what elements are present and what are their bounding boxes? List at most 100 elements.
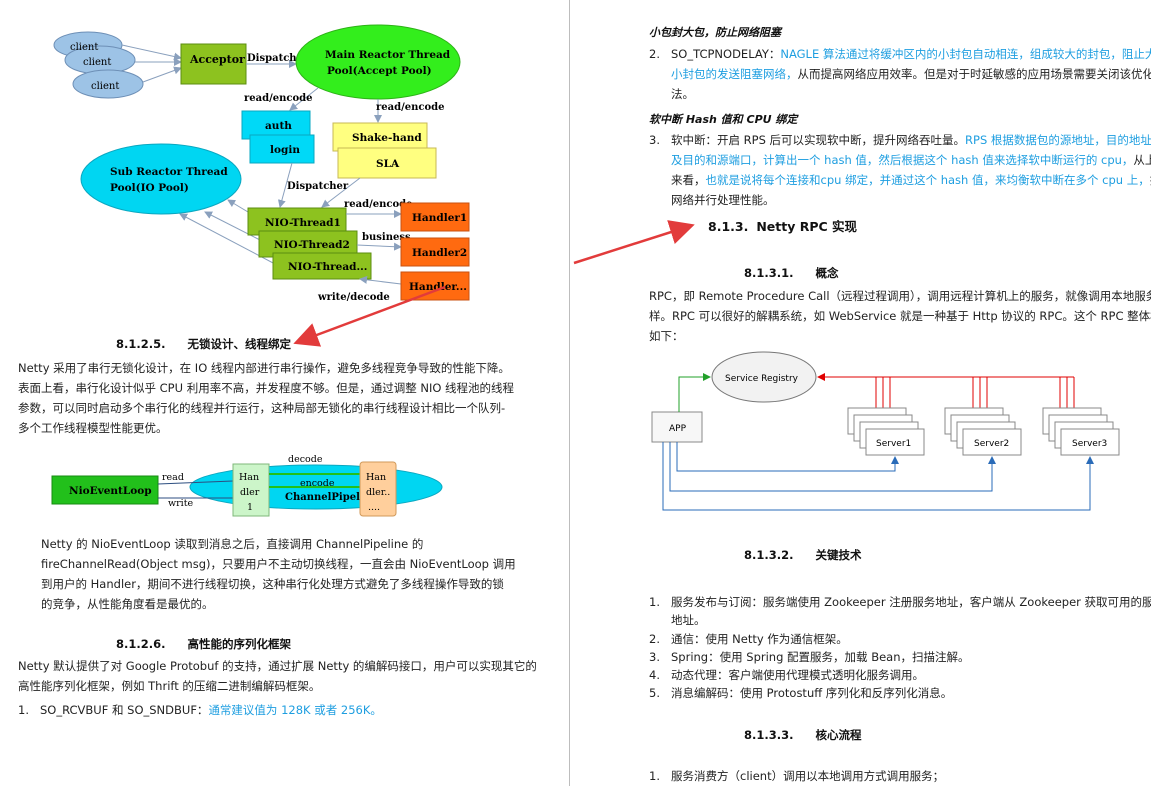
nioeventloop-label: NioEventLoop bbox=[69, 485, 152, 497]
read-label: read bbox=[162, 472, 184, 483]
list-item: 2.通信：使用 Netty 作为通信框架。 bbox=[649, 632, 848, 646]
pipeline-diagram: NioEventLoop read write Han dler 1 decod… bbox=[51, 454, 443, 517]
handler1-box bbox=[232, 463, 270, 517]
service-registry-ellipse bbox=[711, 351, 817, 403]
handler-label: Handler1 bbox=[412, 212, 467, 224]
read-encode-label: read/encode bbox=[244, 93, 313, 104]
italic-heading: 软中断 Hash 值和 CPU 绑定 bbox=[649, 113, 798, 126]
list-item: 2.SO_TCPNODELAY：NAGLE 算法通过将缓冲区内的小封包自动相连，… bbox=[649, 47, 1151, 61]
page-divider bbox=[569, 0, 570, 786]
handler2-label: Han bbox=[366, 472, 386, 483]
handler-box bbox=[400, 237, 470, 267]
section-heading-8126: 8.1.2.6.高性能的序列化框架 bbox=[116, 637, 291, 651]
handler-label: Handler2 bbox=[412, 247, 467, 259]
reactor-diagram: client client client Acceptor Dispatcher… bbox=[53, 24, 470, 303]
nio-thread-box bbox=[272, 252, 372, 280]
client-label: client bbox=[91, 81, 119, 92]
sla-box bbox=[337, 147, 437, 179]
handler1-label: 1 bbox=[247, 502, 253, 513]
read-encode-label: read/encode bbox=[376, 102, 445, 113]
write-decode-label: write/decode bbox=[317, 292, 390, 303]
paragraph-line: 高性能序列化框架，例如 Thrift 的压缩二进制编解码框架。 bbox=[18, 679, 321, 693]
handler2-label: dler.. bbox=[366, 487, 390, 498]
app-box bbox=[651, 411, 703, 443]
list-item-continuation: 来看，也就是说将每个连接和cpu 绑定，并通过这个 hash 值，来均衡软中断在… bbox=[671, 173, 1151, 187]
shake-hand-label: Shake-hand bbox=[352, 132, 422, 144]
italic-heading: 小包封大包，防止网络阻塞 bbox=[649, 26, 781, 39]
list-item: 1.服务消费方（client）调用以本地调用方式调用服务； bbox=[649, 769, 945, 783]
paragraph-line: 如下： bbox=[649, 329, 684, 343]
list-item: 3.软中断：开启 RPS 后可以实现软中断，提升网络吞吐量。RPS 根据数据包的… bbox=[649, 133, 1151, 147]
list-item-continuation: 小封包的发送阻塞网络，从而提高网络应用效率。但是对于时延敏感的应用场景需要关闭该… bbox=[671, 67, 1151, 81]
list-item: 1.服务发布与订阅：服务端使用 Zookeeper 注册服务地址，客户端从 Zo… bbox=[649, 595, 1151, 609]
read-encode-label: read/encode bbox=[344, 199, 413, 210]
service-registry-label: Service Registry bbox=[725, 374, 799, 384]
rpc-diagram: Service Registry APP Server1 Ser bbox=[651, 351, 1120, 511]
left-page: client client client Acceptor Dispatcher… bbox=[0, 0, 568, 786]
nio-thread-label: NIO-Thread... bbox=[288, 261, 367, 273]
sub-reactor-ellipse bbox=[80, 143, 242, 215]
write-label: write bbox=[168, 498, 194, 509]
encode-label: encode bbox=[300, 478, 335, 489]
shake-hand-box bbox=[332, 122, 428, 152]
acceptor-box bbox=[180, 43, 247, 85]
server-stack bbox=[1042, 407, 1120, 456]
list-item: 5.消息编解码：使用 Protostuff 序列化和反序列化消息。 bbox=[649, 686, 953, 700]
server-label: Server3 bbox=[1072, 439, 1107, 449]
client-label: client bbox=[70, 42, 98, 53]
section-heading-8125: 8.1.2.5.无锁设计、线程绑定 bbox=[116, 337, 291, 351]
login-box bbox=[249, 134, 315, 164]
section-heading-8132: 8.1.3.2.关键技术 bbox=[744, 548, 862, 562]
acceptor-label: Acceptor bbox=[189, 53, 245, 66]
main-reactor-label: Pool(Accept Pool) bbox=[327, 65, 432, 77]
right-page: 小包封大包，防止网络阻塞 2.SO_TCPNODELAY：NAGLE 算法通过将… bbox=[574, 0, 1151, 786]
list-item: 4.动态代理：客户端使用代理模式透明化服务调用。 bbox=[649, 668, 924, 682]
paragraph-line: 到用户的 Handler，期间不进行线程切换，这种串行化处理方式避免了多线程操作… bbox=[41, 577, 504, 591]
handler1-label: Han bbox=[239, 472, 259, 483]
sub-reactor-label: Pool(IO Pool) bbox=[110, 182, 189, 194]
server-stack bbox=[944, 407, 1022, 456]
sla-label: SLA bbox=[376, 158, 400, 170]
list-item: 地址。 bbox=[671, 613, 706, 627]
paragraph-line: Netty 的 NioEventLoop 读取到消息之后，直接调用 Channe… bbox=[41, 537, 424, 551]
nio-thread-label: NIO-Thread2 bbox=[274, 239, 350, 251]
handler2-label: .... bbox=[368, 502, 380, 513]
section-heading-8133: 8.1.3.3.核心流程 bbox=[744, 728, 862, 742]
list-item-continuation: 法。 bbox=[671, 87, 694, 101]
list-item-continuation: 网络并行处理性能。 bbox=[671, 193, 775, 207]
login-label: login bbox=[270, 144, 300, 156]
paragraph-line: Netty 默认提供了对 Google Protobuf 的支持，通过扩展 Ne… bbox=[18, 659, 537, 673]
auth-label: auth bbox=[265, 120, 292, 132]
handler2-box bbox=[359, 461, 397, 517]
main-reactor-label: Main Reactor Thread bbox=[325, 49, 451, 61]
list-item: 1.SO_RCVBUF 和 SO_SNDBUF：通常建议值为 128K 或者 2… bbox=[18, 703, 382, 717]
server-label: Server1 bbox=[876, 439, 911, 449]
paragraph-line: 参数，可以同时启动多个串行化的线程并行运行，这种局部无锁化的串行线程设计相比一个… bbox=[18, 401, 506, 415]
dispatcher-label: Dispatcher bbox=[247, 53, 309, 64]
channelpipeline-label: ChannelPipeline bbox=[285, 492, 377, 503]
nioeventloop-box bbox=[51, 475, 159, 505]
paragraph-line: 多个工作线程模型性能更优。 bbox=[18, 421, 168, 435]
server-stack bbox=[847, 407, 925, 456]
nio-thread-label: NIO-Thread1 bbox=[265, 217, 341, 229]
sub-reactor-label: Sub Reactor Thread bbox=[110, 166, 228, 178]
app-label: APP bbox=[669, 424, 687, 434]
handler-label: Handler... bbox=[409, 281, 467, 293]
handler-box bbox=[400, 202, 470, 232]
decode-label: decode bbox=[288, 454, 323, 465]
section-heading-8131: 8.1.3.1.概念 bbox=[744, 266, 839, 280]
handler1-label: dler bbox=[240, 487, 260, 498]
paragraph-line: 表面上看，串行化设计似乎 CPU 利用率不高，并发程度不够。但是，通过调整 NI… bbox=[18, 381, 515, 395]
paragraph-line: fireChannelRead(Object msg)，只要用户不主动切换线程，… bbox=[41, 557, 516, 571]
server-label: Server2 bbox=[974, 439, 1009, 449]
section-heading-813: 8.1.3.Netty RPC 实现 bbox=[708, 219, 858, 234]
client-label: client bbox=[83, 57, 111, 68]
list-item-continuation: 及目的和源端口，计算出一个 hash 值，然后根据这个 hash 值来选择软中断… bbox=[671, 153, 1151, 167]
list-item: 3.Spring：使用 Spring 配置服务，加载 Bean，扫描注解。 bbox=[649, 650, 970, 664]
paragraph-line: 样。RPC 可以很好的解耦系统，如 WebService 就是一种基于 Http… bbox=[649, 309, 1151, 323]
client-ellipse bbox=[72, 69, 144, 99]
paragraph-line: 的竞争，从性能角度看是最优的。 bbox=[41, 597, 214, 611]
paragraph-line: Netty 采用了串行无锁化设计，在 IO 线程内部进行串行操作，避免多线程竞争… bbox=[18, 361, 510, 375]
business-label: business bbox=[362, 232, 411, 243]
main-reactor-ellipse bbox=[295, 24, 461, 100]
